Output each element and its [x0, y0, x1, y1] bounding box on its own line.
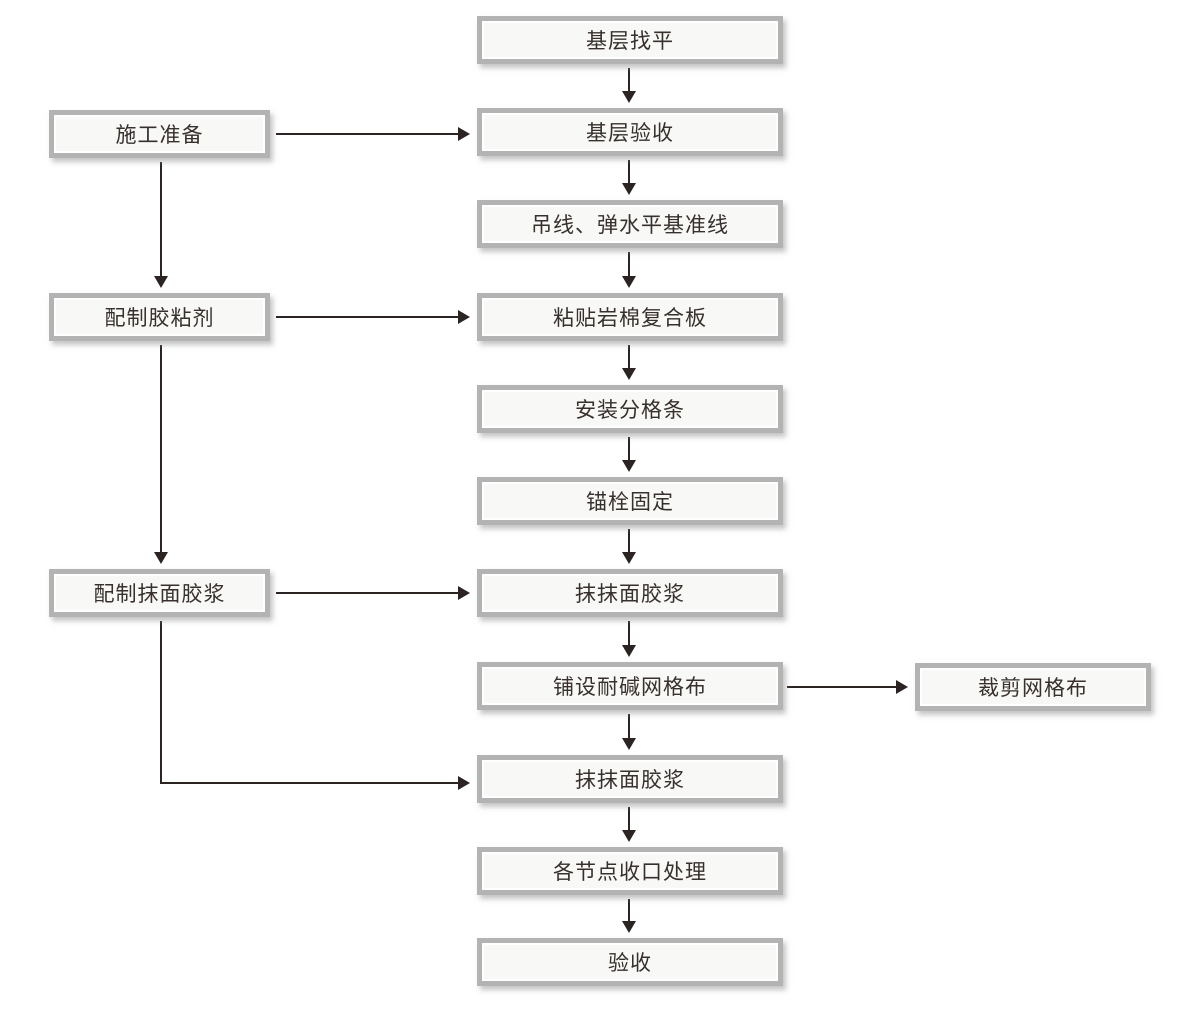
- node-install-grid: 安装分格条: [477, 385, 783, 433]
- edge-lay-mesh-to-apply-plaster-2: [622, 714, 636, 750]
- node-hanging-line: 吊线、弹水平基准线: [477, 200, 783, 248]
- node-label: 裁剪网格布: [978, 677, 1088, 700]
- node-label: 基层验收: [586, 122, 674, 145]
- node-label: 吊线、弹水平基准线: [531, 214, 729, 237]
- node-label: 验收: [608, 952, 652, 975]
- node-anchor-fixing: 锚栓固定: [477, 477, 783, 525]
- edge-install-grid-to-anchor-fixing: [622, 437, 636, 472]
- edge-base-leveling-to-base-acceptance: [622, 68, 636, 103]
- node-node-closure: 各节点收口处理: [477, 847, 783, 895]
- edge-node-closure-to-acceptance: [622, 899, 636, 933]
- edge-anchor-fixing-to-apply-plaster-1: [622, 529, 636, 564]
- node-label: 配制胶粘剂: [104, 307, 215, 330]
- node-lay-mesh: 铺设耐碱网格布: [477, 662, 783, 710]
- edge-apply-plaster-2-to-node-closure: [622, 807, 636, 842]
- node-construction-prep: 施工准备: [49, 110, 270, 158]
- node-prepare-adhesive: 配制胶粘剂: [49, 293, 270, 341]
- edge-apply-plaster-1-to-lay-mesh: [622, 621, 636, 657]
- edge-prepare-plaster-to-apply-plaster-2: [160, 621, 470, 790]
- node-base-leveling: 基层找平: [477, 16, 783, 64]
- node-label: 抹抹面胶浆: [575, 583, 685, 606]
- node-label: 安装分格条: [575, 399, 685, 422]
- node-apply-plaster-2: 抹抹面胶浆: [477, 755, 783, 803]
- edge-construction-prep-to-prepare-adhesive: [154, 162, 168, 288]
- edge-prepare-plaster-to-apply-plaster-1: [276, 586, 470, 600]
- node-prepare-plaster: 配制抹面胶浆: [49, 569, 270, 617]
- edge-paste-rockwool-to-install-grid: [622, 345, 636, 380]
- edge-construction-prep-to-base-acceptance: [276, 127, 470, 141]
- node-label: 施工准备: [115, 124, 204, 147]
- node-acceptance: 验收: [477, 938, 783, 986]
- node-label: 铺设耐碱网格布: [553, 676, 707, 699]
- node-cut-mesh: 裁剪网格布: [915, 663, 1151, 711]
- node-label: 粘贴岩棉复合板: [553, 307, 707, 330]
- node-label: 抹抹面胶浆: [575, 769, 685, 792]
- edge-base-acceptance-to-hanging-line: [622, 160, 636, 195]
- node-paste-rockwool: 粘贴岩棉复合板: [477, 293, 783, 341]
- edge-hanging-line-to-paste-rockwool: [622, 252, 636, 288]
- node-base-acceptance: 基层验收: [477, 108, 783, 156]
- edge-prepare-adhesive-to-prepare-plaster: [154, 345, 168, 564]
- edge-lay-mesh-to-cut-mesh: [787, 680, 908, 694]
- node-label: 配制抹面胶浆: [93, 583, 226, 606]
- node-label: 基层找平: [586, 30, 674, 53]
- edge-prepare-adhesive-to-paste-rockwool: [276, 310, 470, 324]
- node-label: 锚栓固定: [586, 491, 674, 514]
- node-label: 各节点收口处理: [553, 861, 707, 884]
- node-apply-plaster-1: 抹抹面胶浆: [477, 569, 783, 617]
